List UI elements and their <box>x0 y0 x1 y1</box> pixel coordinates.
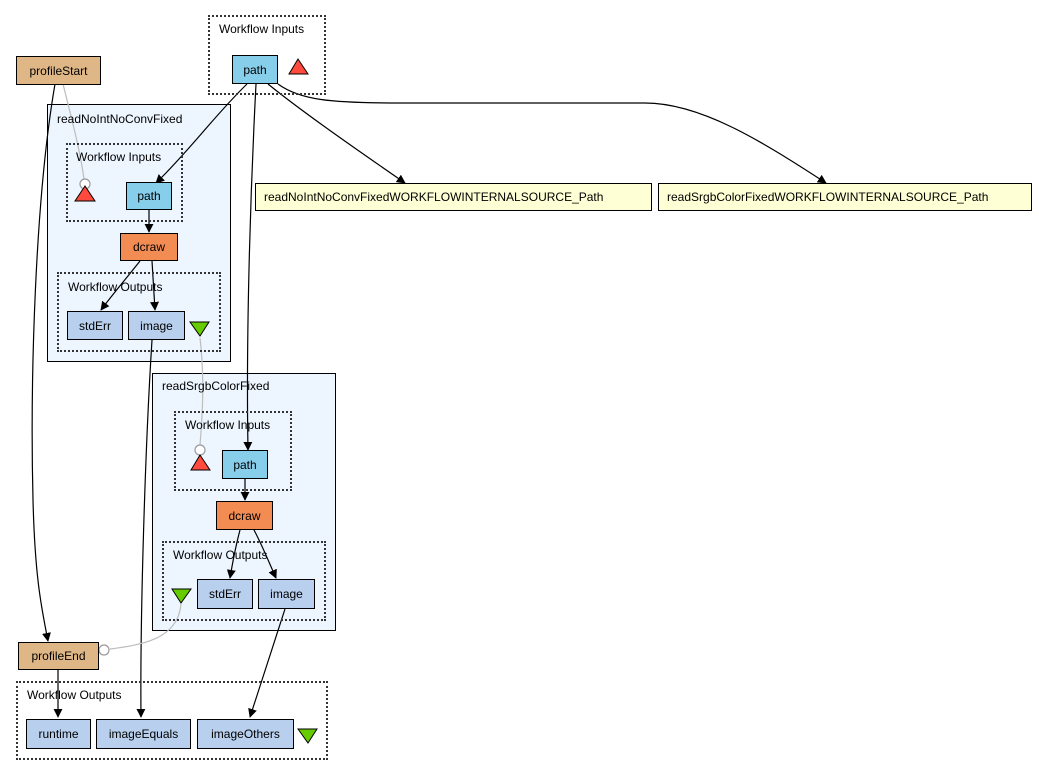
edge-path-to-noint-source <box>267 83 406 184</box>
sub2-dcraw-tool[interactable]: dcraw <box>216 501 273 530</box>
runtime-output[interactable]: runtime <box>26 719 91 749</box>
edge-sub1-dcraw-to-image <box>150 260 159 311</box>
edge-path-to-sub2-path <box>243 83 257 451</box>
top-path-input[interactable]: path <box>232 55 278 84</box>
sub2-image-output[interactable]: image <box>258 579 315 609</box>
sub2-path-input[interactable]: path <box>222 450 268 479</box>
sub2-stderr-output[interactable]: stdErr <box>197 579 253 609</box>
sub2-inputs-cluster <box>174 411 292 491</box>
edge-sub2-dcraw-to-stderr <box>226 529 241 579</box>
sub1-inputs-title: Workflow Inputs <box>76 150 162 164</box>
edge-profilestart-to-profileend <box>31 83 56 642</box>
sub1-dcraw-tool[interactable]: dcraw <box>120 233 178 261</box>
edge-sub1-dcraw-to-stderr <box>100 260 141 311</box>
bottom-workflow-outputs-cluster <box>16 681 328 760</box>
image-equals-output[interactable]: imageEquals <box>96 719 191 749</box>
profile-end-node[interactable]: profileEnd <box>18 642 99 670</box>
control-link-profilestart-sub1 <box>62 83 85 180</box>
edge-path-to-srgb-source <box>277 83 827 184</box>
sub1-outputs-cluster <box>57 272 221 352</box>
subworkflow-2-title: readSrgbColorFixed <box>162 379 270 393</box>
edge-sub2-dcraw-to-image <box>253 529 277 579</box>
profile-start-node[interactable]: profileStart <box>16 56 101 85</box>
control-circle-profileend <box>98 644 110 656</box>
sub1-outputs-title: Workflow Outputs <box>68 280 163 294</box>
input-triangle-icon <box>288 58 309 75</box>
top-workflow-inputs-cluster <box>208 15 326 95</box>
output-triangle-icon <box>297 728 318 744</box>
input-triangle-icon <box>190 454 211 471</box>
sub1-image-output[interactable]: image <box>128 311 185 340</box>
top-workflow-inputs-title: Workflow Inputs <box>219 22 305 36</box>
sub2-inputs-title: Workflow Inputs <box>185 418 271 432</box>
output-triangle-icon <box>189 321 210 337</box>
srgb-source-node[interactable]: readSrgbColorFixedWORKFLOWINTERNALSOURCE… <box>658 183 1032 211</box>
sub2-outputs-title: Workflow Outputs <box>173 548 268 562</box>
noint-source-node[interactable]: readNoIntNoConvFixedWORKFLOWINTERNALSOUR… <box>255 183 652 211</box>
sub1-path-input[interactable]: path <box>126 182 172 210</box>
input-triangle-icon <box>74 185 96 202</box>
output-triangle-icon <box>171 588 192 604</box>
edge-sub1-image-to-imageequals <box>136 339 153 718</box>
image-others-output[interactable]: imageOthers <box>197 719 294 749</box>
bottom-outputs-title: Workflow Outputs <box>27 688 122 702</box>
sub2-outputs-cluster <box>162 541 326 621</box>
control-link-sub2-profileend <box>109 603 182 650</box>
sub1-inputs-cluster <box>66 143 183 222</box>
sub1-stderr-output[interactable]: stdErr <box>67 311 123 340</box>
subworkflow-1-title: readNoIntNoConvFixed <box>57 112 183 126</box>
